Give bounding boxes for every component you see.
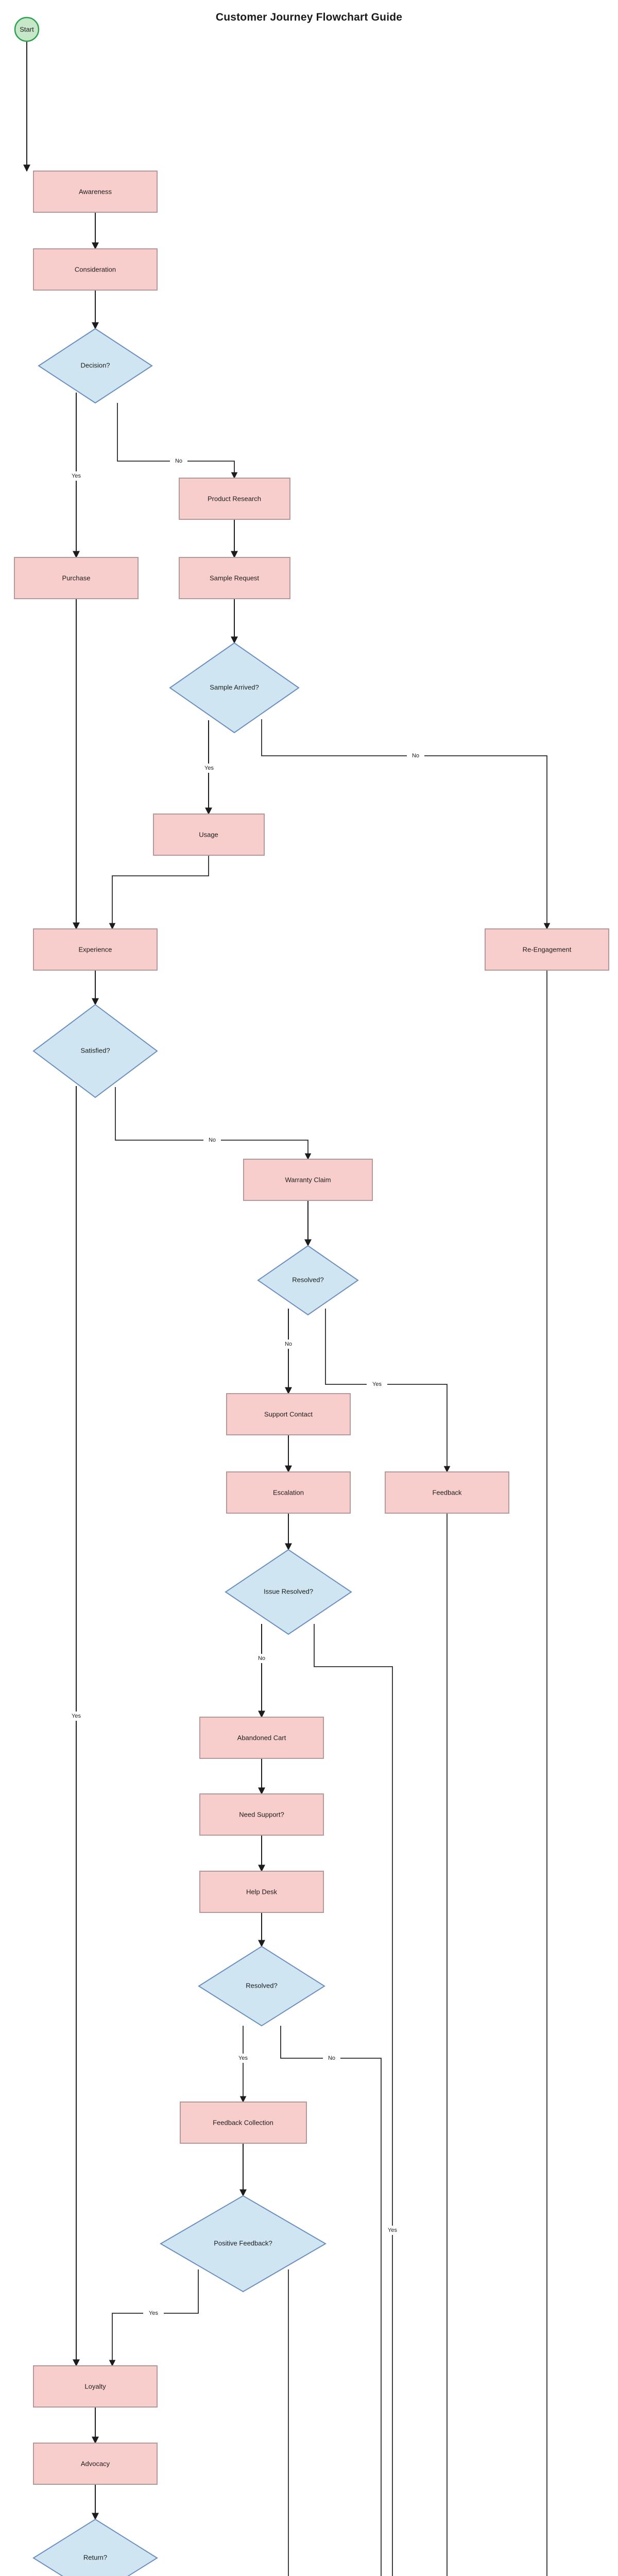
node-label-return: Return? (83, 2553, 107, 2561)
edge-label-decision-yes: Yes (72, 473, 81, 479)
node-label-product-research: Product Research (208, 495, 261, 502)
node-resolved-2[interactable]: Resolved? (198, 1945, 325, 2027)
node-label-abandoned-cart: Abandoned Cart (237, 1734, 286, 1741)
node-label-resolved-2: Resolved? (246, 1981, 277, 1989)
node-decision[interactable]: Decision? (38, 328, 153, 404)
edge-label-issue-yes: Yes (388, 2227, 397, 2233)
node-help-desk[interactable]: Help Desk (199, 1871, 324, 1913)
node-label-need-support: Need Support? (239, 1810, 284, 1818)
edge-label-posfb-yes: Yes (149, 2310, 158, 2316)
node-sample-arrived[interactable]: Sample Arrived? (169, 642, 300, 734)
node-resolved-1[interactable]: Resolved? (257, 1245, 359, 1316)
edge-label-resolved2-no: No (328, 2055, 335, 2061)
edge-label-satisfied-yes: Yes (72, 1713, 81, 1719)
node-label-escalation: Escalation (273, 1488, 304, 1496)
edges-layer (23, 41, 551, 2576)
edge-label-sample-no: No (412, 753, 419, 759)
node-product-research[interactable]: Product Research (179, 478, 290, 520)
edge-decision-research (117, 403, 238, 479)
node-feedback-collection[interactable]: Feedback Collection (180, 2102, 307, 2144)
node-usage[interactable]: Usage (153, 814, 265, 856)
edge-label-satisfied-no: No (209, 1137, 216, 1143)
node-abandoned-cart[interactable]: Abandoned Cart (199, 1717, 324, 1759)
edge-samplearrived-reengagement (261, 719, 551, 930)
node-satisfied[interactable]: Satisfied? (32, 1004, 158, 1098)
node-label-experience: Experience (78, 945, 112, 953)
edge-feedback-end (447, 1513, 448, 2576)
node-label-re-engagement: Re-Engagement (523, 945, 572, 953)
edge-label-resolved1-no: No (285, 1341, 292, 1347)
node-escalation[interactable]: Escalation (226, 1471, 351, 1514)
node-label-consideration: Consideration (75, 265, 116, 273)
node-label-issue-resolved: Issue Resolved? (264, 1587, 313, 1595)
node-label-purchase: Purchase (62, 574, 91, 582)
edge-label-resolved2-yes: Yes (238, 2055, 248, 2061)
node-label-feedback: Feedback (432, 1488, 462, 1496)
nodes-layer: Start Awareness Consideration Decision? … (14, 16, 609, 2576)
node-experience[interactable]: Experience (33, 928, 158, 971)
node-label-satisfied: Satisfied? (80, 1046, 110, 1054)
node-label-warranty-claim: Warranty Claim (285, 1176, 331, 1183)
node-consideration[interactable]: Consideration (33, 248, 158, 291)
node-label-awareness: Awareness (79, 188, 112, 195)
edge-usage-experience (109, 855, 209, 930)
node-warranty-claim[interactable]: Warranty Claim (243, 1159, 373, 1201)
node-awareness[interactable]: Awareness (33, 171, 158, 213)
page-title: Customer Journey Flowchart Guide (215, 11, 403, 23)
node-label-sample-request: Sample Request (210, 574, 259, 582)
node-label-resolved-1: Resolved? (292, 1276, 323, 1283)
edge-reengagement-end (546, 970, 547, 2576)
node-loyalty[interactable]: Loyalty (33, 2365, 158, 2408)
node-label-decision: Decision? (80, 361, 110, 369)
node-purchase[interactable]: Purchase (14, 557, 139, 599)
edge-label-decision-no: No (175, 458, 182, 464)
edge-label-issue-no: No (258, 1655, 265, 1662)
edge-resolved1-feedback (325, 1309, 451, 1473)
node-advocacy[interactable]: Advocacy (33, 2443, 158, 2485)
node-label-usage: Usage (199, 831, 218, 838)
node-label-support-contact: Support Contact (264, 1410, 313, 1418)
node-positive-feedback[interactable]: Positive Feedback? (160, 2195, 327, 2293)
edge-satisfied-warranty (115, 1087, 312, 1160)
node-label-loyalty: Loyalty (84, 2382, 106, 2390)
node-issue-resolved[interactable]: Issue Resolved? (225, 1549, 352, 1635)
node-label-help-desk: Help Desk (246, 1888, 277, 1895)
node-return[interactable]: Return? (32, 2518, 158, 2576)
node-label-feedback-collection: Feedback Collection (213, 2119, 273, 2126)
edge-label-resolved1-yes: Yes (372, 1381, 382, 1387)
edge-positivefeedback-end (288, 2269, 289, 2576)
node-start[interactable]: Start (14, 16, 40, 42)
node-need-support[interactable]: Need Support? (199, 1793, 324, 1836)
node-sample-request[interactable]: Sample Request (179, 557, 290, 599)
edge-label-sample-yes: Yes (204, 765, 214, 771)
node-feedback[interactable]: Feedback (385, 1471, 509, 1514)
node-label-advocacy: Advocacy (81, 2460, 110, 2467)
node-label-positive-feedback: Positive Feedback? (214, 2239, 272, 2247)
node-support-contact[interactable]: Support Contact (226, 1393, 351, 1435)
node-label-sample-arrived: Sample Arrived? (210, 683, 259, 691)
node-re-engagement[interactable]: Re-Engagement (485, 928, 609, 971)
edge-labels-layer: Yes No Yes No Yes No No Yes No Yes Yes N… (66, 456, 424, 2318)
node-label-start: Start (20, 25, 34, 33)
